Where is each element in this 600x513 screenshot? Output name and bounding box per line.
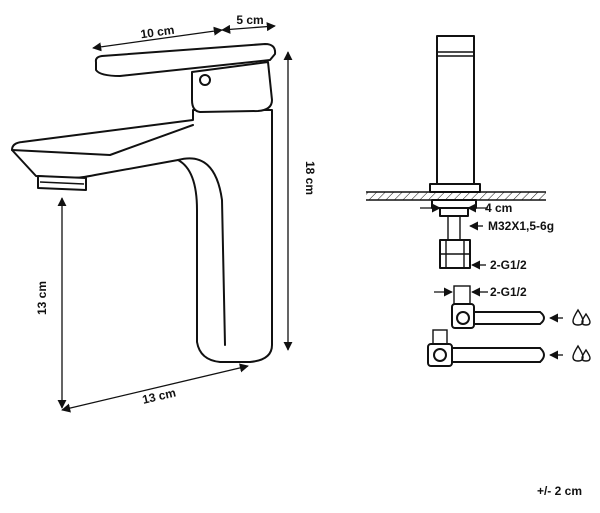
connection-top-label: 2-G1/2	[490, 258, 527, 272]
water-drops-icon	[572, 308, 591, 326]
nut-width-label: 4 cm	[485, 201, 512, 215]
height-label: 18 cm	[303, 161, 317, 195]
lower-supply-hose	[427, 329, 545, 367]
upper-supply-hose	[451, 303, 545, 329]
lever-handle	[94, 43, 277, 77]
handle-length-label: 10 cm	[140, 23, 176, 42]
water-drops-icon	[572, 344, 591, 362]
mounting-nut	[431, 199, 477, 209]
installation-detail: 4 cm M32X1,5-6g 2-G1/2 2-G1/2	[366, 35, 591, 367]
faucet-side-view: 10 cm 5 cm 18 cm 13 cm 13 cm	[11, 13, 317, 413]
thread-spec-label: M32X1,5-6g	[488, 219, 554, 233]
handle-width-label: 5 cm	[236, 13, 263, 27]
tolerance-label: +/- 2 cm	[537, 484, 582, 498]
handle-cartridge	[191, 61, 273, 113]
faucet-body	[11, 109, 273, 363]
connection-bottom-label: 2-G1/2	[490, 285, 527, 299]
mounting-column	[436, 35, 475, 185]
spout-reach-label: 13 cm	[141, 385, 177, 406]
countertop	[366, 192, 546, 200]
spout-height-label: 13 cm	[35, 281, 49, 315]
